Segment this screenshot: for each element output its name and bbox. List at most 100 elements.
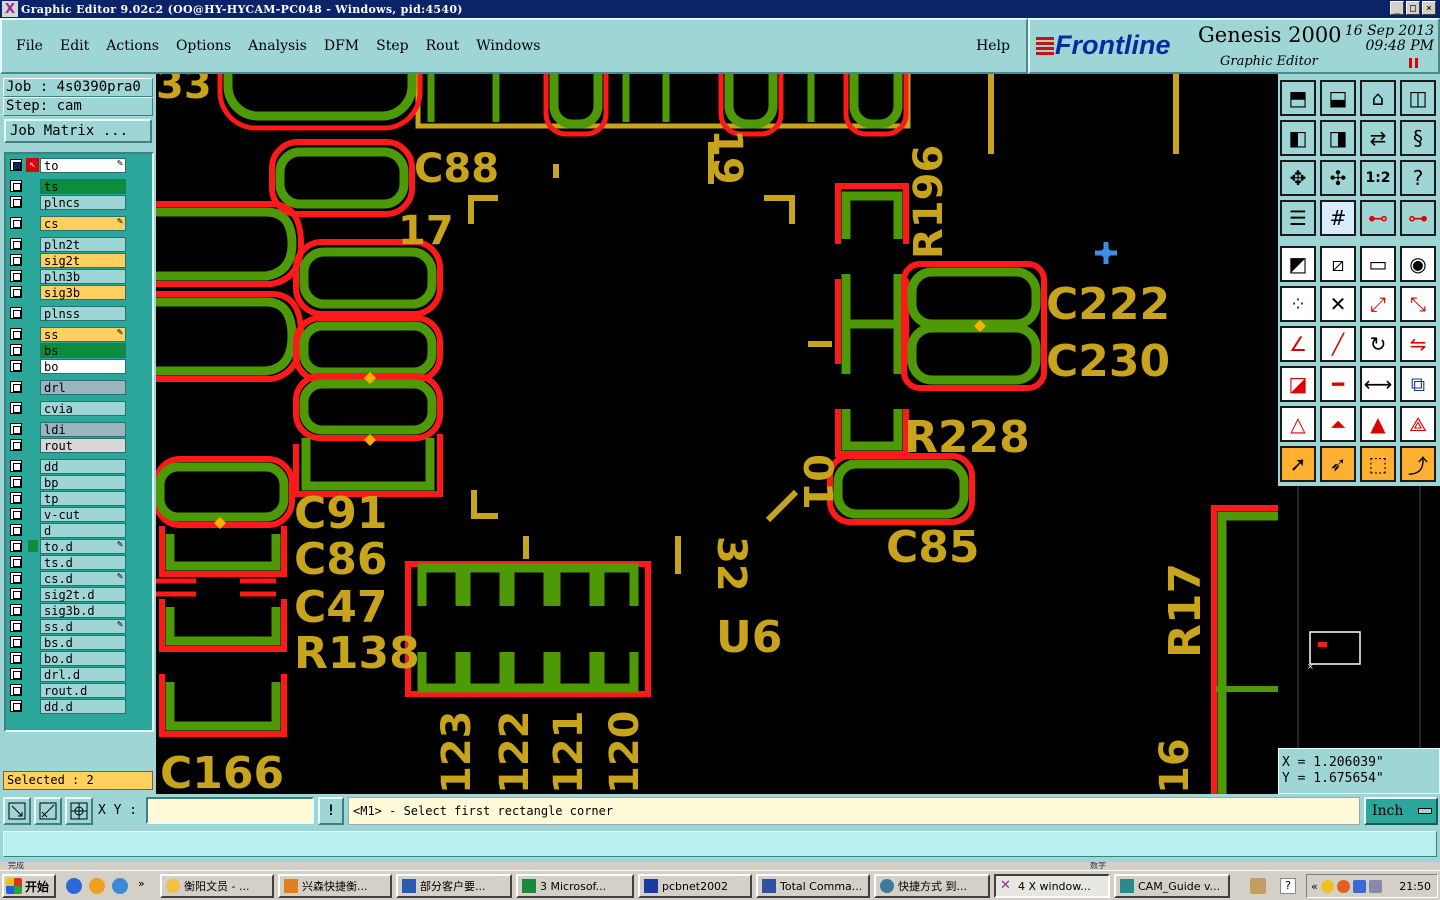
task-item[interactable]: 3 Microsof...	[516, 874, 634, 898]
layer-name[interactable]: sig3b.d	[40, 603, 126, 618]
grid-button[interactable]	[65, 797, 93, 825]
triangle-b-tool[interactable]: ⟁	[1400, 406, 1436, 442]
qq-icon[interactable]	[89, 878, 105, 894]
help-tray-icon[interactable]: ?	[1280, 878, 1296, 894]
select-arrow-dark-tool[interactable]: ➶	[1320, 446, 1356, 482]
center-view-tool[interactable]: ✣	[1320, 160, 1356, 196]
layer-checkbox[interactable]	[10, 620, 22, 632]
window-split-tool[interactable]: ◫	[1400, 80, 1436, 116]
menu-edit[interactable]: Edit	[59, 38, 90, 54]
task-item-active[interactable]: ✕4 X window...	[994, 874, 1110, 898]
group-select-tool[interactable]: ⧉	[1400, 366, 1436, 402]
layer-row[interactable]: rout	[8, 438, 126, 453]
layer-name[interactable]: ts	[40, 179, 126, 194]
layer-checkbox[interactable]	[10, 439, 22, 451]
help-query-tool[interactable]: ?	[1400, 160, 1436, 196]
layer-checkbox[interactable]	[10, 636, 22, 648]
select-arrow-tool[interactable]: ➚	[1280, 446, 1316, 482]
keyboard-icon[interactable]	[1250, 878, 1266, 894]
layer-checkbox[interactable]	[10, 254, 22, 266]
layer-checkbox[interactable]	[10, 217, 22, 229]
menu-file[interactable]: File	[16, 38, 43, 54]
alert-button[interactable]: !	[318, 797, 344, 825]
layer-checkbox[interactable]	[10, 476, 22, 488]
layer-name[interactable]: plncs	[40, 195, 126, 210]
pause-icon[interactable]	[1409, 58, 1418, 68]
layer-checkbox[interactable]	[10, 508, 22, 520]
browser-icon[interactable]	[112, 878, 128, 894]
task-item[interactable]: 衡阳文员 - ...	[160, 874, 274, 898]
menu-rout[interactable]: Rout	[425, 38, 460, 54]
layer-name[interactable]: ts.d	[40, 555, 126, 570]
layer-name[interactable]: ss.d	[40, 619, 126, 634]
task-item[interactable]: Total Comma...	[756, 874, 870, 898]
cut-line-tool[interactable]: ━	[1320, 366, 1356, 402]
scale-one-to-two-tool[interactable]: 1:2	[1360, 160, 1396, 196]
zoom-window-button[interactable]	[3, 797, 31, 825]
layer-row[interactable]: bs.d	[8, 635, 126, 650]
layer-checkbox[interactable]	[10, 180, 22, 192]
triangle-a-tool[interactable]: ▲	[1360, 406, 1396, 442]
layer-checkbox[interactable]	[10, 286, 22, 298]
home-view-tool[interactable]: ⌂	[1360, 80, 1396, 116]
layer-name[interactable]: plnss	[40, 306, 126, 321]
layer-row[interactable]: dd	[8, 459, 126, 474]
layer-name[interactable]: cs	[40, 216, 126, 231]
task-item[interactable]: 兴森快捷衡...	[278, 874, 392, 898]
quicklaunch-more-icon[interactable]: »	[138, 877, 145, 890]
pcb-drawing[interactable]: 33 C88 17 19 R196 C222 C230 R228 01 C91 …	[156, 74, 1278, 794]
layer-row[interactable]: ldi	[8, 422, 126, 437]
measure-button[interactable]	[34, 797, 62, 825]
menu-options[interactable]: Options	[175, 38, 232, 54]
layer-row[interactable]: pln3b	[8, 269, 126, 284]
layer-row[interactable]: drl.d	[8, 667, 126, 682]
rotate-arc-tool[interactable]: ↻	[1360, 326, 1396, 362]
layer-checkbox[interactable]	[10, 344, 22, 356]
measure-span-tool[interactable]: ⟷	[1360, 366, 1396, 402]
layer-row[interactable]: v-cut	[8, 507, 126, 522]
layer-checkbox[interactable]	[10, 492, 22, 504]
split-pad-tool[interactable]: ◪	[1280, 366, 1316, 402]
net-select-tool[interactable]: ⊶	[1400, 200, 1436, 236]
layer-name[interactable]: pln3b	[40, 269, 126, 284]
layer-checkbox[interactable]	[10, 668, 22, 680]
task-item[interactable]: CAM_Guide v...	[1114, 874, 1230, 898]
layer-row[interactable]: plncs	[8, 195, 126, 210]
pan-left-tool[interactable]: ◧	[1280, 120, 1316, 156]
layer-row[interactable]: ts	[8, 179, 126, 194]
layer-row[interactable]: to.d✎	[8, 539, 126, 554]
layer-row[interactable]: sig3b.d	[8, 603, 126, 618]
units-selector[interactable]: Inch	[1364, 797, 1438, 825]
task-item[interactable]: 部分客户要...	[396, 874, 512, 898]
layer-checkbox[interactable]	[10, 540, 22, 552]
layer-name[interactable]: sig3b	[40, 285, 126, 300]
add-pad-tool[interactable]: ◩	[1280, 246, 1316, 282]
layer-row[interactable]: ss.d✎	[8, 619, 126, 634]
layer-row[interactable]: sig3b	[8, 285, 126, 300]
layer-settings-tool[interactable]: ☰	[1280, 200, 1316, 236]
network-icon[interactable]	[1352, 879, 1366, 893]
layer-row[interactable]: d	[8, 523, 126, 538]
layer-name[interactable]: bs.d	[40, 635, 126, 650]
angle-line-tool[interactable]: ∠	[1280, 326, 1316, 362]
minimap-drawing[interactable]: ×	[1278, 486, 1440, 750]
layer-checkbox[interactable]	[10, 556, 22, 568]
layer-checkbox[interactable]	[10, 381, 22, 393]
menu-windows[interactable]: Windows	[476, 38, 541, 54]
layer-name[interactable]: tp	[40, 491, 126, 506]
layer-row[interactable]: cvia	[8, 401, 126, 416]
layer-row[interactable]: bo.d	[8, 651, 126, 666]
menu-help[interactable]: Help	[976, 38, 1010, 54]
layer-name[interactable]: cs.d	[40, 571, 126, 586]
layer-checkbox[interactable]	[10, 460, 22, 472]
layer-name[interactable]: ss	[40, 327, 126, 342]
layer-checkbox[interactable]	[10, 684, 22, 696]
layer-row[interactable]: bo	[8, 359, 126, 374]
layer-row[interactable]: bp	[8, 475, 126, 490]
layer-row[interactable]: cs✎	[8, 216, 126, 231]
minimap[interactable]: ×	[1278, 484, 1440, 750]
layer-name[interactable]: d	[40, 523, 126, 538]
layer-row[interactable]: pln2t	[8, 237, 126, 252]
tray-expand-icon[interactable]: «	[1311, 879, 1318, 893]
